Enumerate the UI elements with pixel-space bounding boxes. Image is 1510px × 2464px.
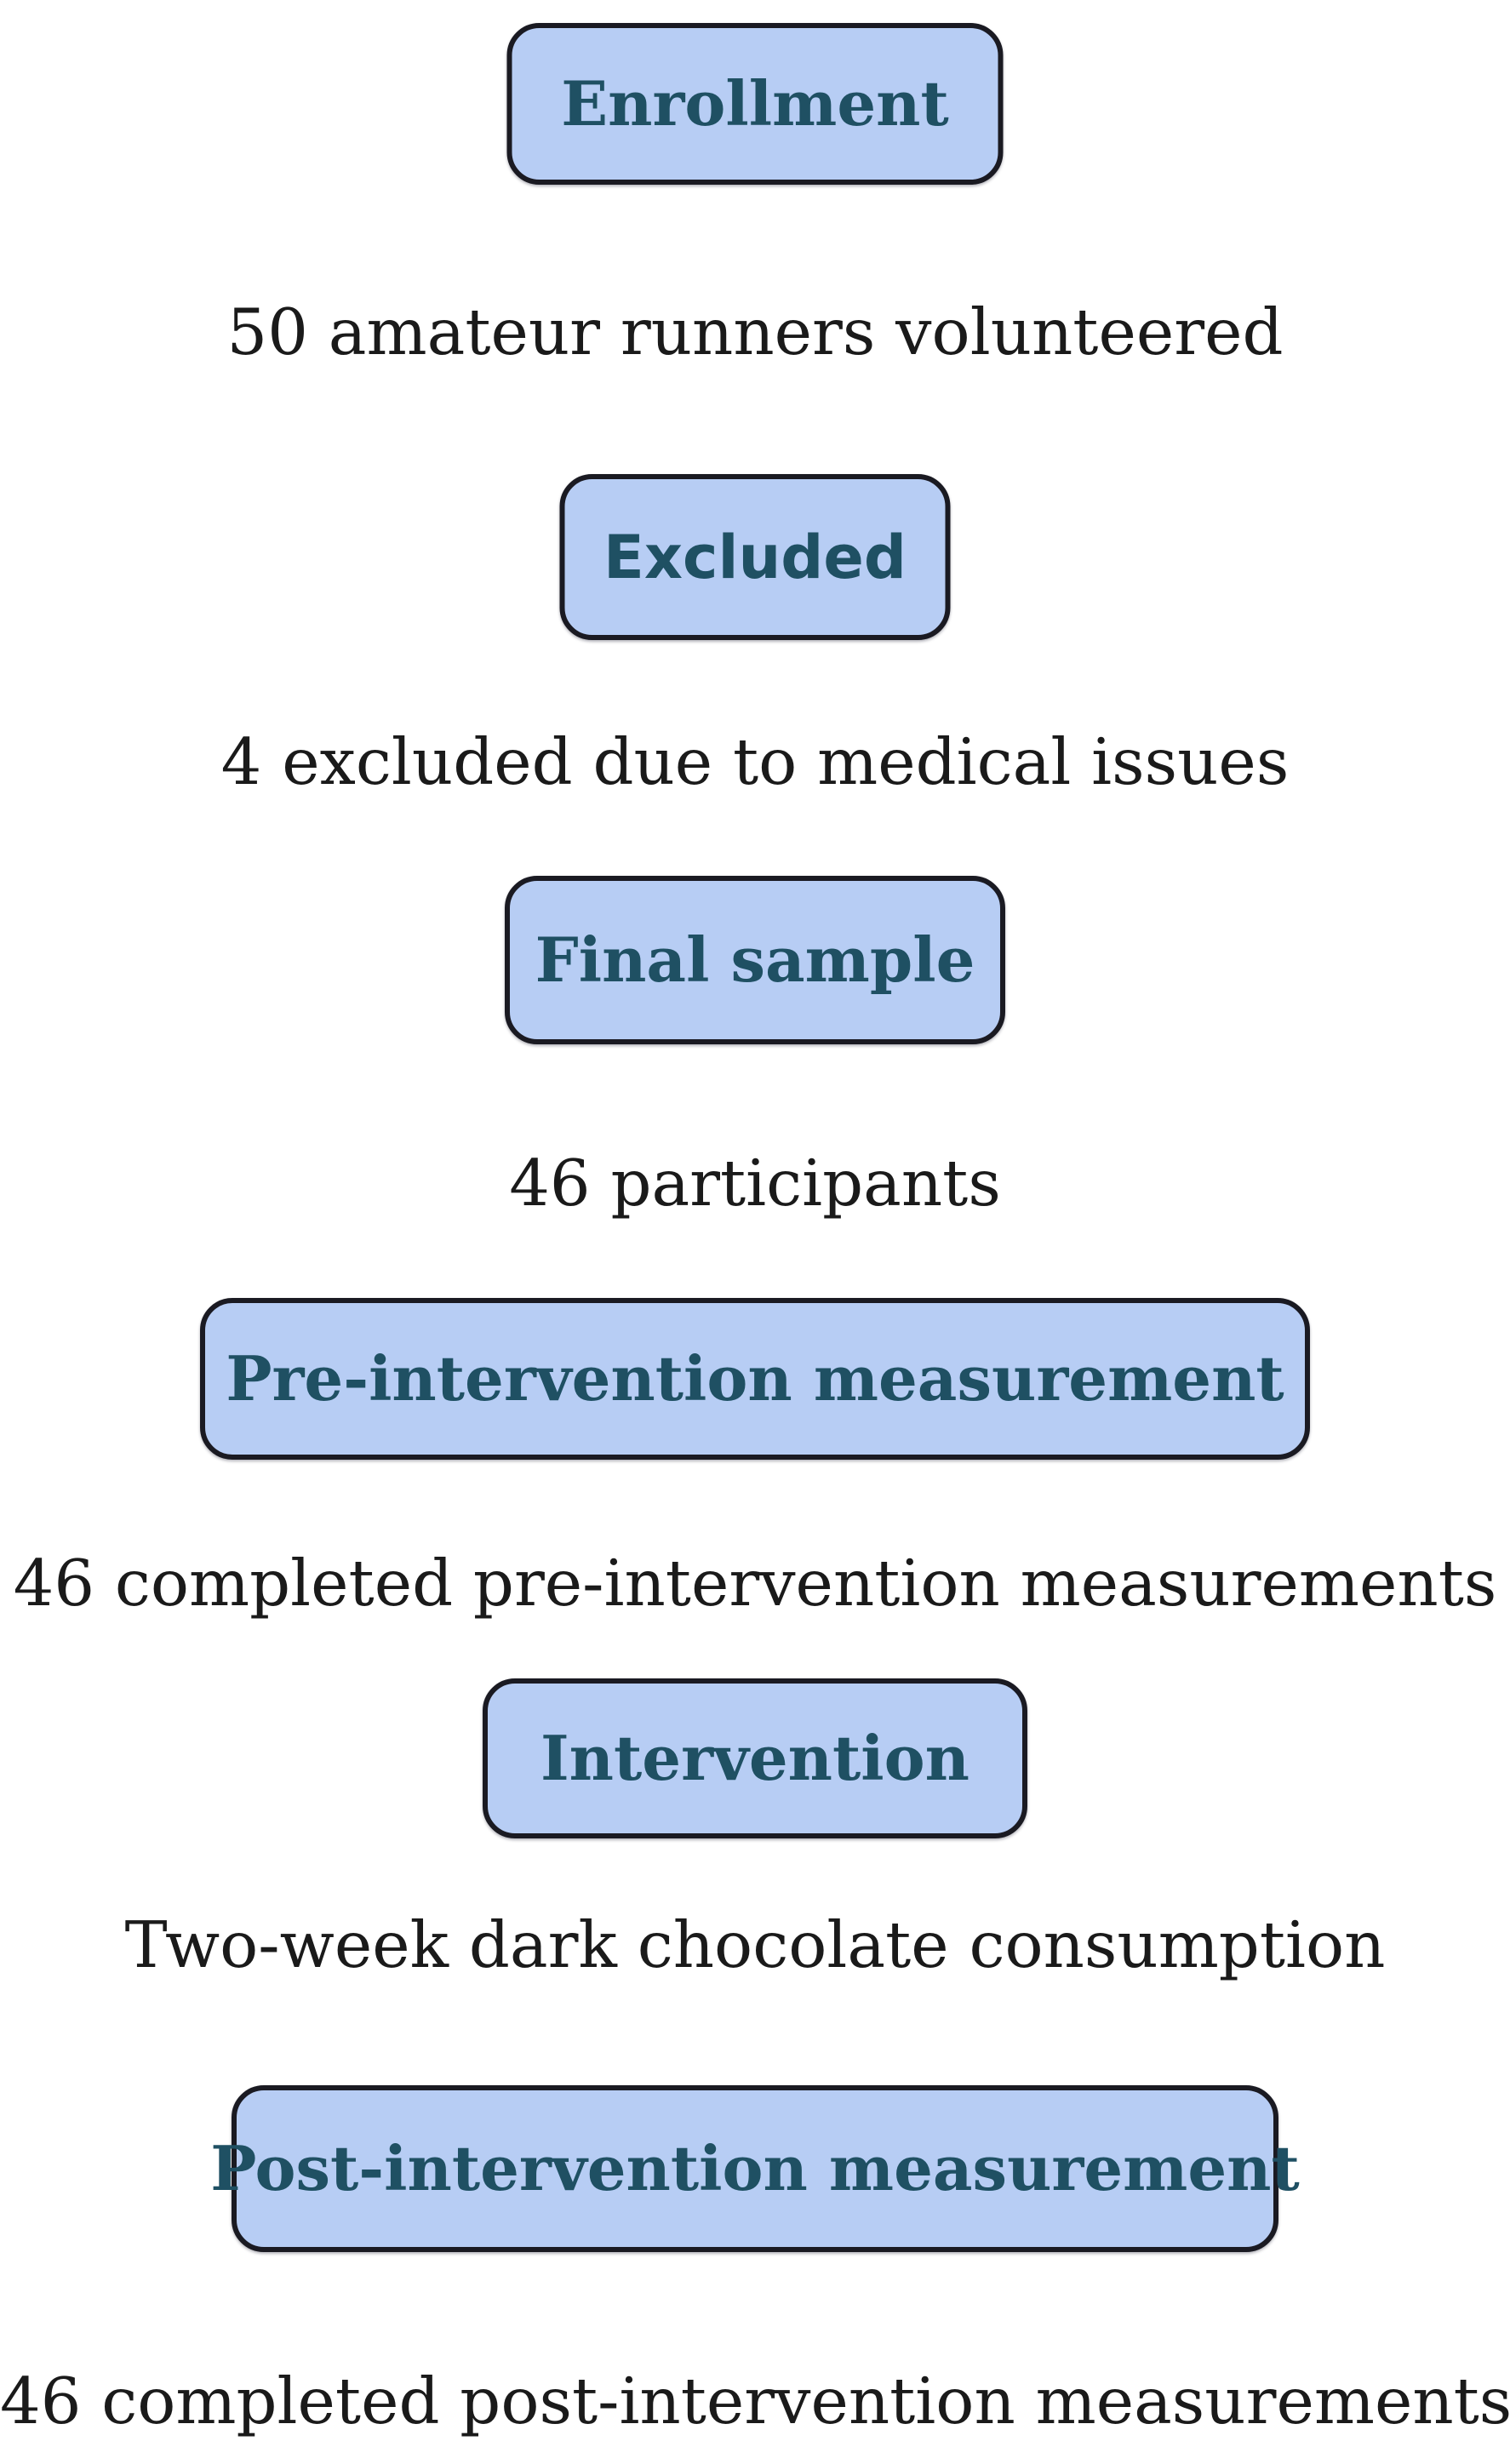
flow-box-enrollment: Enrollment: [506, 23, 1004, 185]
flow-box-excluded-label: Excluded: [603, 522, 907, 592]
flow-box-excluded: Excluded: [559, 474, 951, 640]
flow-box-intervention-label: Intervention: [541, 1722, 969, 1794]
flow-box-final-sample-label: Final sample: [535, 923, 975, 996]
flow-note-post-intervention-count: 46 completed post-intervention measureme…: [0, 2364, 1510, 2438]
flow-box-intervention: Intervention: [483, 1678, 1027, 1838]
flow-note-excluded-reason: 4 excluded due to medical issues: [220, 724, 1290, 799]
flow-box-post-intervention-label: Post-intervention measurement: [210, 2132, 1300, 2204]
flow-box-pre-intervention: Pre-intervention measurement: [200, 1298, 1310, 1460]
flow-note-pre-intervention-count: 46 completed pre-intervention measuremen…: [13, 1546, 1497, 1621]
flow-note-final-sample-count: 46 participants: [509, 1146, 1001, 1221]
flow-box-enrollment-label: Enrollment: [561, 67, 949, 140]
flow-box-post-intervention: Post-intervention measurement: [210, 2085, 1300, 2252]
flow-note-intervention-detail: Two-week dark chocolate consumption: [124, 1907, 1386, 1982]
flow-note-enrollment-count: 50 amateur runners volunteered: [226, 294, 1284, 369]
flow-box-pre-intervention-label: Pre-intervention measurement: [226, 1342, 1284, 1415]
flow-box-final-sample: Final sample: [505, 876, 1005, 1044]
